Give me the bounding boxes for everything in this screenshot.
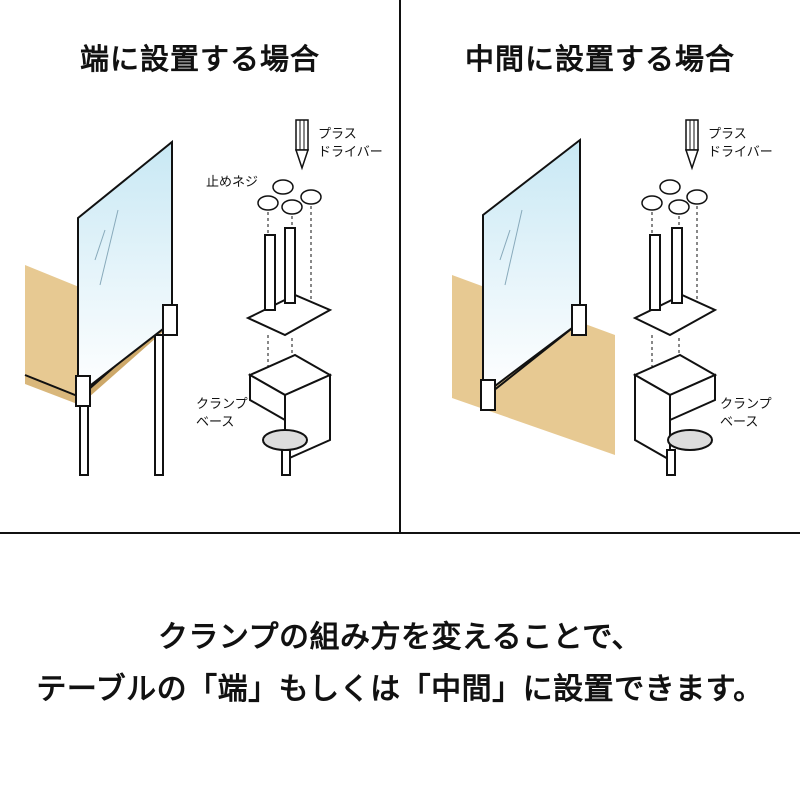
label-clamp-base-right: クランプ ベース <box>720 397 772 430</box>
panel-divider-horizontal <box>0 532 800 534</box>
caption-line-1: クランプの組み方を変えることで、 <box>157 620 643 655</box>
panel-divider-vertical <box>399 0 401 534</box>
clamp-base <box>632 353 718 476</box>
clamp <box>571 304 587 336</box>
label-clamp-base-left: クランプ ベース <box>196 397 248 430</box>
bracket <box>245 227 333 337</box>
clamp-base <box>247 353 333 476</box>
table-edge-front <box>25 375 80 405</box>
bracket <box>632 227 718 337</box>
edge-install-illustration <box>24 119 333 476</box>
set-screws <box>641 179 708 215</box>
clamp <box>162 304 178 336</box>
screwdriver-icon <box>684 119 700 171</box>
set-screws <box>257 179 322 215</box>
table-leg <box>154 334 164 476</box>
caption-line-2: テーブルの「端」もしくは「中間」に設置できます。 <box>36 672 764 707</box>
clamp <box>75 375 91 407</box>
label-screwdriver-left: プラス ドライバー <box>318 127 383 160</box>
label-screwdriver-right: プラス ドライバー <box>708 127 773 160</box>
screwdriver-icon <box>294 119 310 171</box>
clamp <box>480 379 496 411</box>
table-leg <box>79 404 89 476</box>
label-set-screw: 止めネジ <box>206 175 259 190</box>
panel-title-edge: 端に設置する場合 <box>79 42 320 76</box>
panel-title-middle: 中間に設置する場合 <box>464 42 735 76</box>
middle-install-illustration <box>452 119 718 476</box>
